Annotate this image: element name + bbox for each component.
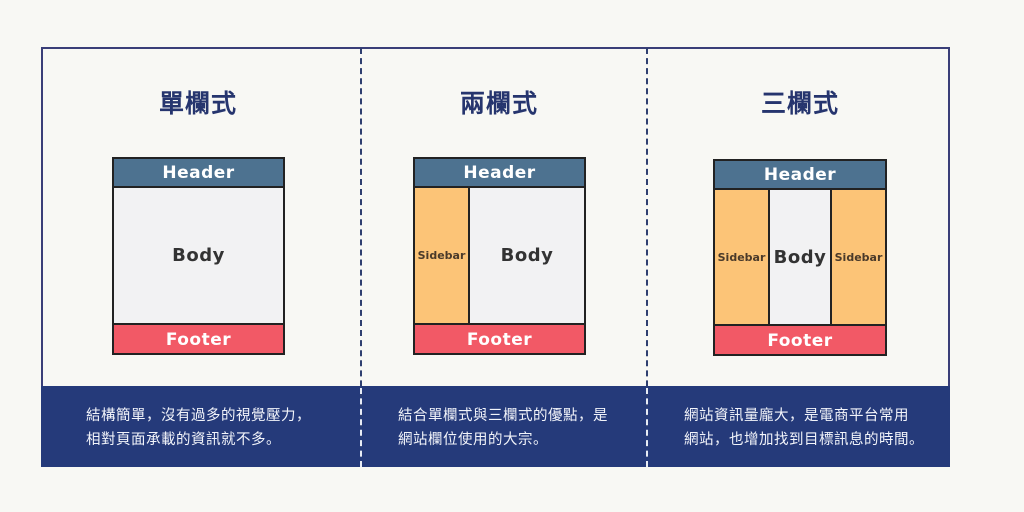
column-divider-1-band <box>360 388 362 467</box>
description-three-column: 網站資訊量龐大，是電商平台常用 網站，也增加找到目標訊息的時間。 <box>684 404 924 452</box>
footer-block: Footer <box>415 323 584 353</box>
description-line: 相對頁面承載的資訊就不多。 <box>86 432 281 448</box>
description-line: 結構簡單，沒有過多的視覺壓力， <box>86 408 311 424</box>
description-single-column: 結構簡單，沒有過多的視覺壓力， 相對頁面承載的資訊就不多。 <box>86 404 311 452</box>
header-block: Header <box>114 159 283 188</box>
body-block: Body <box>500 245 554 266</box>
description-line: 網站欄位使用的大宗。 <box>398 432 548 448</box>
body-block: Body <box>172 245 225 266</box>
footer-block: Footer <box>114 323 283 353</box>
title-three-column: 三欄式 <box>760 89 839 118</box>
description-band <box>41 386 950 467</box>
description-two-column: 結合單欄式與三欄式的優點，是 網站欄位使用的大宗。 <box>398 404 608 452</box>
single-column-diagram: Header Body Footer <box>112 157 285 355</box>
header-block: Header <box>415 159 584 188</box>
two-column-diagram: Header Sidebar Body Footer <box>413 157 586 355</box>
footer-block: Footer <box>715 324 885 354</box>
left-sidebar-block: Sidebar <box>715 190 770 324</box>
body-block: Body <box>773 246 827 268</box>
title-single-column: 單欄式 <box>158 89 237 118</box>
description-line: 網站，也增加找到目標訊息的時間。 <box>684 432 924 448</box>
description-line: 結合單欄式與三欄式的優點，是 <box>398 408 608 424</box>
description-line: 網站資訊量龐大，是電商平台常用 <box>684 408 909 424</box>
column-divider-2 <box>646 48 648 467</box>
column-divider-2-band <box>646 388 648 467</box>
right-sidebar-block: Sidebar <box>830 190 885 324</box>
header-block: Header <box>715 161 885 190</box>
sidebar-block: Sidebar <box>415 188 470 323</box>
title-two-column: 兩欄式 <box>459 89 538 118</box>
column-divider-1 <box>360 48 362 467</box>
three-column-diagram: Header Sidebar Body Sidebar Footer <box>713 159 887 356</box>
